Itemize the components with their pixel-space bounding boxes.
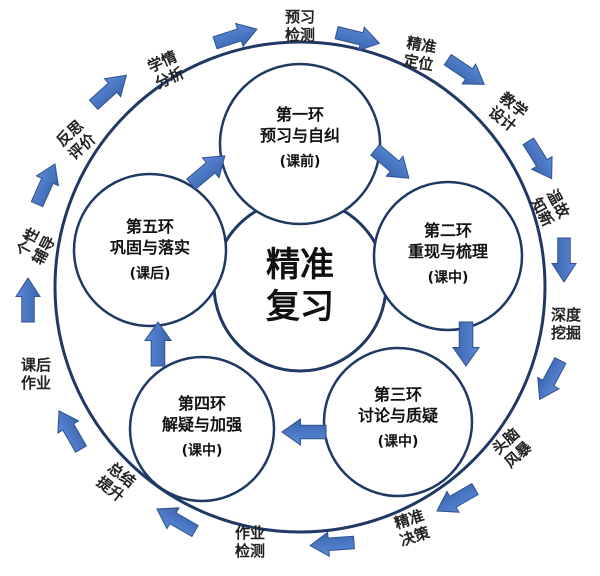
outer-arrow-11 [15, 277, 41, 323]
stage-1-name: 预习与自纠 [259, 126, 340, 145]
stage-2-name: 重现与梳理 [407, 242, 488, 261]
stage-2-title: 第二环 [423, 221, 472, 240]
outer-arrow-2 [334, 26, 381, 52]
center-title: 精准 复习 [248, 244, 352, 328]
stage-5-name: 巩固与落实 [109, 238, 190, 257]
inner-arrow-1-2 [370, 143, 410, 179]
stage-4-text: 第四环 解疑与加强 (课中) [134, 393, 270, 462]
outer-arrow-1 [212, 22, 258, 50]
stage-3-circle [322, 346, 474, 498]
stage-2-text: 第二环 重现与梳理 (课中) [380, 220, 516, 289]
stage-5-phase: (课后) [129, 266, 171, 282]
outer-step-preview-test: 预习检测 [284, 8, 315, 44]
stage-1-circle [218, 62, 382, 226]
inner-arrow-5-1 [186, 155, 226, 191]
center-title-line1: 精准 [266, 245, 334, 285]
stage-4-name: 解疑与加强 [161, 415, 242, 434]
outer-arrow-5 [551, 237, 577, 283]
stage-5-title: 第五环 [125, 217, 174, 236]
stage-3-name: 讨论与质疑 [357, 406, 438, 425]
stage-3-phase: (课中) [377, 434, 419, 450]
stage-1-title: 第一环 [275, 105, 324, 124]
outer-arrow-7 [436, 482, 479, 513]
outer-arrow-3 [443, 53, 485, 85]
outer-step-homework-test: 作业检测 [234, 524, 265, 560]
outer-arrow-6 [537, 356, 567, 401]
outer-arrow-13 [88, 74, 128, 111]
inner-arrow-4-5 [144, 321, 172, 367]
outer-step-deep-dig: 深度挖掘 [550, 306, 581, 342]
stage-2-circle [372, 180, 524, 332]
center-title-line2: 复习 [266, 287, 334, 327]
inner-arrow-2-3 [452, 321, 480, 367]
outer-arrow-4 [522, 137, 553, 180]
stage-2-phase: (课中) [427, 270, 469, 286]
outer-arrow-12 [30, 163, 60, 208]
stage-3-text: 第三环 讨论与质疑 (课中) [330, 384, 466, 453]
stage-4-title: 第四环 [177, 394, 226, 413]
outer-step-after-class-homework: 课后作业 [20, 356, 51, 392]
outer-arrow-10 [57, 410, 88, 453]
stage-5-circle [72, 172, 228, 328]
outer-arrow-9 [156, 507, 199, 538]
inner-arrow-3-4 [281, 418, 327, 446]
stage-3-title: 第三环 [373, 385, 422, 404]
stage-1-phase: (课前) [279, 154, 321, 170]
outer-arrow-8 [309, 531, 355, 558]
stage-4-phase: (课中) [181, 443, 223, 459]
stage-1-text: 第一环 预习与自纠 (课前) [232, 104, 368, 173]
stage-4-circle [128, 355, 276, 503]
stage-5-text: 第五环 巩固与落实 (课后) [82, 216, 218, 285]
